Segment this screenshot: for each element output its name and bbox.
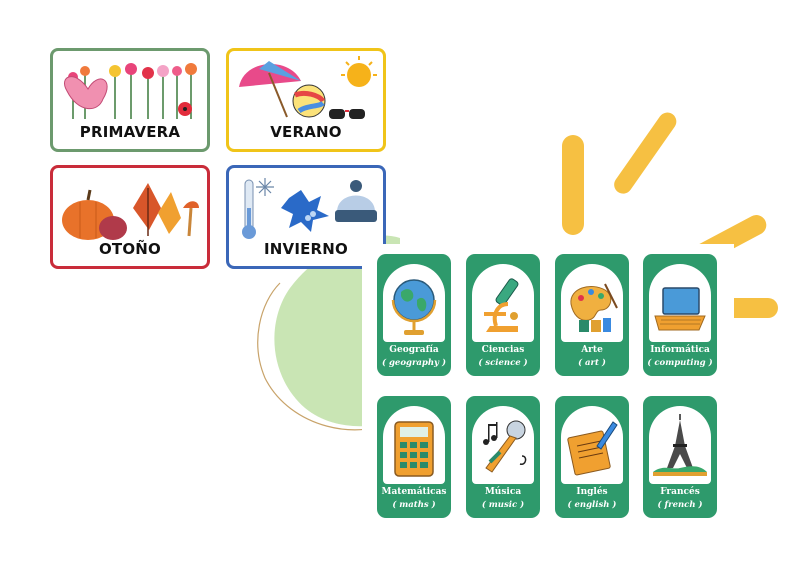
eiffel-tower-icon	[653, 414, 707, 476]
subject-card-ingles: Inglés ( english )	[555, 396, 629, 518]
season-label: INVIERNO	[263, 240, 349, 258]
microphone-notes-icon	[483, 420, 527, 473]
subject-card-musica: Música ( music )	[466, 396, 540, 518]
globe-icon	[391, 279, 437, 335]
season-label: OTOÑO	[98, 240, 162, 258]
spring-flowers-butterfly-icon	[64, 63, 197, 119]
season-label: PRIMAVERA	[79, 123, 181, 141]
palette-icon	[570, 283, 618, 332]
season-card-otono: OTOÑO	[50, 165, 210, 269]
subject-card-geografia: Geografía ( geography )	[377, 254, 451, 376]
microscope-icon	[484, 278, 519, 332]
calculator-icon	[394, 421, 434, 477]
subject-card-informatica: Informática ( computing )	[643, 254, 717, 376]
summer-umbrella-ball-sun-icon	[239, 56, 377, 119]
winter-thermometer-holly-hat-icon	[242, 178, 377, 239]
letter-pen-icon	[567, 421, 618, 476]
autumn-pumpkin-leaves-icon	[62, 183, 199, 240]
season-card-invierno: INVIERNO	[226, 165, 386, 269]
sun-ray	[610, 109, 680, 198]
subject-card-matematicas: Matemáticas ( maths )	[377, 396, 451, 518]
subject-card-arte: Arte ( art )	[555, 254, 629, 376]
laptop-icon	[654, 287, 706, 331]
sun-ray	[562, 135, 584, 235]
season-label: VERANO	[270, 123, 342, 141]
subject-card-frances: Francés ( french )	[643, 396, 717, 518]
subject-card-ciencias: Ciencias ( science )	[466, 254, 540, 376]
season-card-verano: VERANO	[226, 48, 386, 152]
season-card-primavera: PRIMAVERA	[50, 48, 210, 152]
